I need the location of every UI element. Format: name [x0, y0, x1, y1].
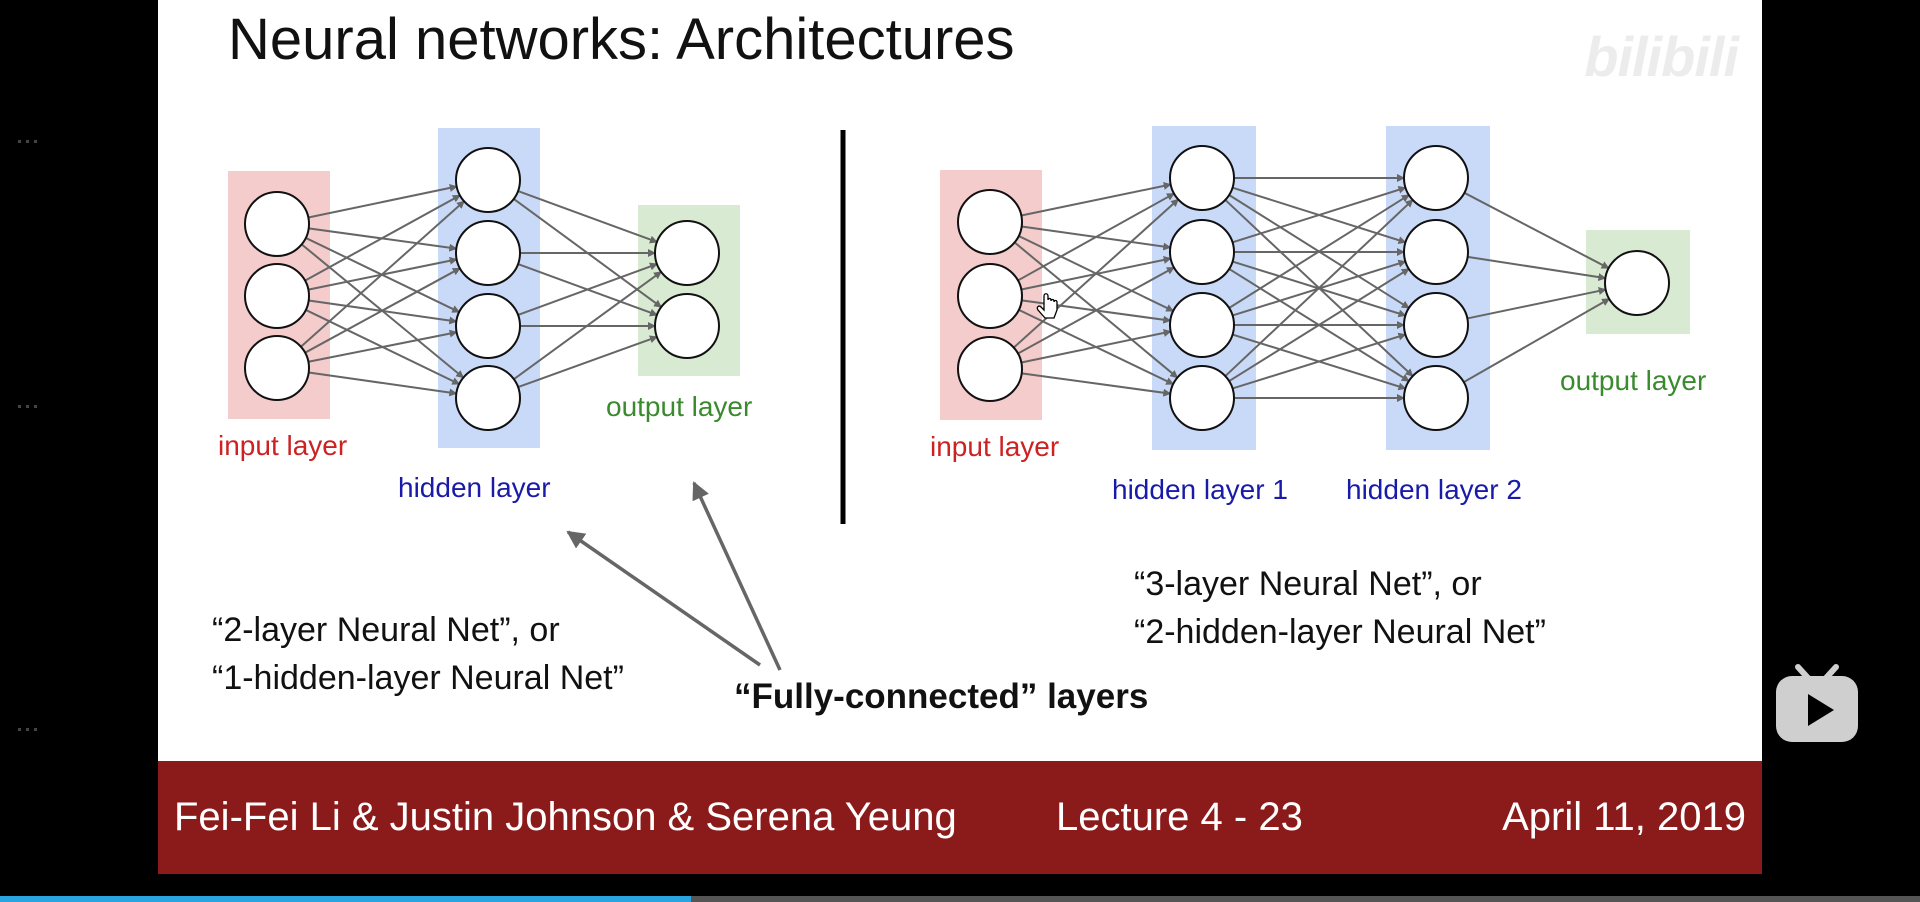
- progress-bar[interactable]: [0, 896, 1920, 902]
- neuron-node: [1169, 219, 1235, 285]
- side-decoration: [18, 395, 42, 408]
- bilibili-tv-play-icon: [1776, 664, 1858, 742]
- connection-arrow: [304, 267, 461, 354]
- neuron-node: [1169, 145, 1235, 211]
- neuron-node: [1403, 365, 1469, 431]
- neuron-node: [244, 191, 310, 257]
- left-output-layer-label: output layer: [606, 391, 752, 422]
- connection-arrow: [1467, 287, 1607, 320]
- neuron-node: [957, 263, 1023, 329]
- connection-arrow: [1228, 194, 1410, 309]
- connection-arrow: [1463, 298, 1611, 383]
- bilibili-watermark-logo: bilibili: [1584, 25, 1739, 88]
- connection-arrow: [1021, 372, 1172, 397]
- connection-arrow: [1021, 182, 1172, 217]
- neuron-node: [244, 263, 310, 329]
- connection-arrow: [517, 335, 658, 389]
- neuron-node: [244, 335, 310, 401]
- left-network-connections: [300, 184, 663, 397]
- left-network-neurons: [244, 147, 720, 431]
- right-network-neurons: [957, 145, 1670, 431]
- neuron-node: [1403, 145, 1469, 211]
- slide: Neural networks: Architectures bilibili …: [158, 0, 1762, 874]
- neuron-node: [1169, 365, 1235, 431]
- footer-date: April 11, 2019: [1502, 795, 1746, 839]
- slide-footer: Fei-Fei Li & Justin Johnson & Serena Yeu…: [158, 761, 1762, 874]
- neuron-node: [1403, 292, 1469, 358]
- connection-arrow: [1017, 266, 1175, 355]
- neuron-node: [1604, 250, 1670, 316]
- side-decoration: [18, 718, 42, 731]
- left-hidden-layer-label: hidden layer: [398, 472, 551, 503]
- connection-arrow: [308, 184, 458, 219]
- footer-authors: Fei-Fei Li & Justin Johnson & Serena Yeu…: [174, 795, 957, 839]
- connection-arrow: [308, 329, 458, 363]
- left-input-layer-label: input layer: [218, 430, 347, 461]
- right-hidden-layer-1-label: hidden layer 1: [1112, 474, 1288, 505]
- neuron-node: [455, 147, 521, 213]
- neuron-node: [957, 336, 1023, 402]
- connection-arrow: [304, 194, 461, 282]
- connection-arrow: [513, 271, 662, 380]
- neuron-node: [1169, 292, 1235, 358]
- neuron-node: [455, 365, 521, 431]
- right-output-layer-label: output layer: [1560, 365, 1706, 396]
- connection-arrow: [1224, 199, 1414, 377]
- right-caption-line1: “3-layer Neural Net”, or: [1134, 565, 1482, 603]
- side-decoration: [18, 130, 42, 143]
- neural-network-diagram: input layer hidden layer output layer in…: [212, 126, 1706, 716]
- play-button[interactable]: [1774, 664, 1860, 744]
- connection-arrow: [1228, 268, 1410, 382]
- connection-arrow: [300, 200, 465, 348]
- pointer-arrow-hidden: [566, 530, 761, 667]
- fully-connected-label: “Fully-connected” layers: [734, 677, 1148, 716]
- left-caption-line1: “2-layer Neural Net”, or: [212, 611, 560, 649]
- neuron-node: [654, 220, 720, 286]
- neuron-node: [1403, 219, 1469, 285]
- right-network-connections: [1013, 174, 1611, 402]
- connection-arrow: [1232, 332, 1407, 390]
- right-hidden-layer-2-label: hidden layer 2: [1346, 474, 1522, 505]
- left-caption-line2: “1-hidden-layer Neural Net”: [212, 659, 624, 697]
- footer-lecture-number: Lecture 4 - 23: [1056, 795, 1303, 839]
- connection-arrow: [517, 262, 658, 316]
- connection-arrow: [1232, 185, 1407, 244]
- connection-arrow: [1021, 329, 1172, 364]
- progress-bar-fill: [0, 896, 692, 902]
- connection-arrow: [1463, 191, 1610, 270]
- connection-arrow: [308, 371, 458, 397]
- hand-cursor-icon: [1036, 293, 1058, 319]
- neuron-node: [455, 293, 521, 359]
- neuron-node: [654, 293, 720, 359]
- pointer-arrow-output: [692, 481, 782, 671]
- right-caption-line2: “2-hidden-layer Neural Net”: [1134, 613, 1546, 651]
- connection-arrow: [1017, 192, 1175, 282]
- neuron-node: [455, 220, 521, 286]
- connection-arrow: [1467, 255, 1607, 282]
- neuron-node: [957, 189, 1023, 255]
- connection-arrow: [517, 190, 658, 244]
- connection-arrow: [1013, 198, 1179, 349]
- right-input-layer-label: input layer: [930, 431, 1059, 462]
- slide-title: Neural networks: Architectures: [228, 7, 1015, 72]
